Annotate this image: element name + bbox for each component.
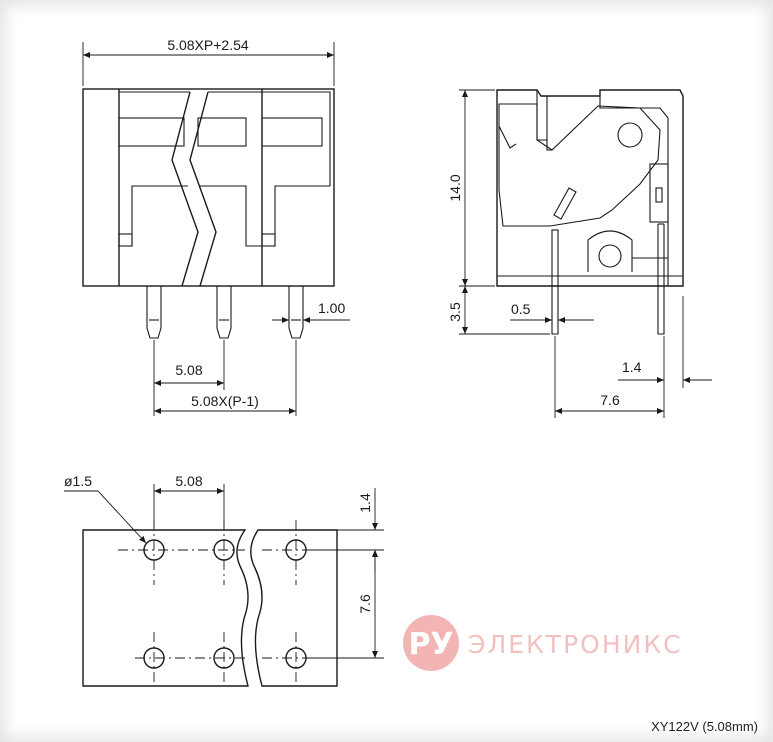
pitch-label: 5.08	[175, 362, 202, 378]
footprint-hole	[143, 647, 165, 669]
hole-diameter-label: ø1.5	[64, 473, 92, 489]
span-label: 5.08X(P-1)	[191, 393, 259, 409]
footprint-hole	[143, 539, 165, 561]
pin-thickness-label: 0.5	[511, 301, 531, 317]
footprint-hole	[213, 539, 235, 561]
watermark-badge-text: РУ	[408, 627, 453, 662]
footprint-pitch-label: 5.08	[175, 473, 202, 489]
depth-label: 7.6	[600, 392, 620, 408]
watermark-text: ЭЛЕКТРОНИКС	[468, 630, 683, 659]
pin-width-label: 1.00	[318, 300, 345, 316]
edge-offset-label: 1.4	[357, 493, 373, 513]
watermark-logo: РУ ЭЛЕКТРОНИКС	[403, 615, 683, 671]
front-view: 5.08XP+2.54 1.00 5.08 5.08X(P-1)	[82, 37, 350, 416]
height-label: 14.0	[447, 174, 463, 201]
offset-label: 1.4	[622, 359, 642, 375]
overall-width-label: 5.08XP+2.54	[167, 37, 249, 53]
side-view: 14.0 3.5 0.5 1.4 7.6	[447, 89, 712, 418]
model-caption: XY122V (5.08mm)	[651, 719, 758, 734]
watermark-badge	[403, 615, 459, 671]
footprint-view: ø1.5 5.08 1.4 7.6	[64, 473, 384, 687]
pin-length-label: 3.5	[447, 302, 463, 322]
footprint-hole	[213, 647, 235, 669]
row-spacing-label: 7.6	[357, 594, 373, 614]
